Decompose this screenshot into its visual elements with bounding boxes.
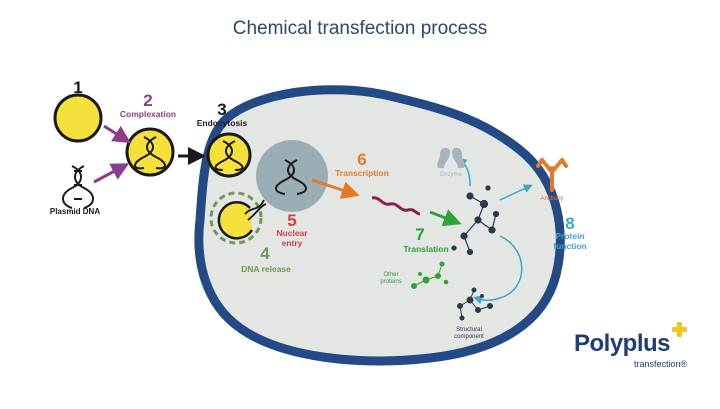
nuclear-dna-icon <box>275 159 307 195</box>
polyplus-logo: Polyplus transfection® <box>574 330 714 369</box>
step-8-label: Protein function <box>553 231 587 251</box>
arrow-to-antibody <box>499 184 533 201</box>
plasmid-dna-label: Plasmid DNA <box>49 207 101 216</box>
polymer-particle-icon <box>53 93 103 143</box>
step-7-label: Translation <box>403 244 449 254</box>
polyplus-plus-icon <box>672 322 687 337</box>
step-6-label: Transcription <box>335 168 389 178</box>
antibody-label: Antibody <box>540 196 564 202</box>
step-7-number: 7 <box>415 225 425 244</box>
endosome-dashed <box>209 191 263 245</box>
arrow-1-to-2 <box>103 124 132 144</box>
structural-component-icon <box>457 287 493 321</box>
structural-component-label: Structural component <box>454 327 484 340</box>
arrow-to-structural <box>473 235 523 305</box>
plasmid-dna-icon <box>62 165 94 209</box>
protein-molecule-icon <box>451 185 500 256</box>
complex-dna-icon <box>134 136 166 170</box>
endocytosis-dna-icon <box>214 140 244 171</box>
enzyme-icon <box>437 147 465 168</box>
arrow-dna-to-2 <box>93 163 130 184</box>
antibody-icon <box>536 158 568 192</box>
step-4-number: 4 <box>260 244 270 263</box>
enzyme-label: Enzyme <box>440 172 462 178</box>
step-6-number: 6 <box>357 150 367 169</box>
logo-name: Polyplus <box>574 330 671 357</box>
step-2-number: 2 <box>143 91 153 110</box>
step-5-number: 5 <box>287 211 297 230</box>
release-particle-icon <box>217 201 254 240</box>
step-2-label: Complexation <box>119 109 177 119</box>
step-4-label: DNA release <box>241 264 291 274</box>
arrow-translation <box>429 209 462 227</box>
other-proteins-label: Other proteins <box>380 272 402 285</box>
page-title: Chemical transfection process <box>232 18 488 39</box>
logo-tagline: transfection® <box>634 359 688 369</box>
cell-membrane <box>194 85 565 366</box>
mrna-icon <box>371 196 421 216</box>
step-8-number: 8 <box>565 214 575 233</box>
released-dna-icon <box>244 199 267 221</box>
step-3-number: 3 <box>217 100 227 119</box>
other-proteins-icon <box>411 261 449 289</box>
step-3-label: Endocytosis <box>196 118 248 128</box>
step-1-number: 1 <box>73 78 83 97</box>
arrow-transcription <box>311 178 360 199</box>
endocytosis-particle-icon <box>206 132 252 178</box>
step-5-label: Nuclear entry <box>276 228 308 248</box>
